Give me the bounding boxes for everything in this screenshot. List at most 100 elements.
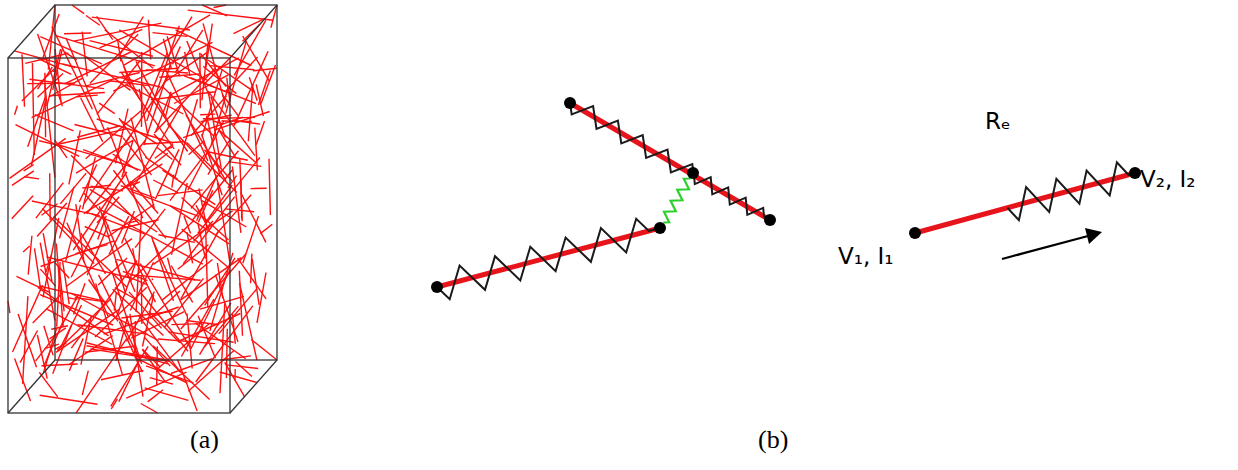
fiber (67, 223, 108, 317)
rod (437, 228, 660, 287)
fiber (48, 5, 55, 70)
fiber (10, 138, 66, 178)
fiber (181, 254, 246, 329)
fiber (188, 10, 274, 20)
fiber (47, 309, 113, 345)
fiber (92, 17, 190, 30)
fiber (117, 259, 196, 279)
node-dots (431, 97, 1141, 293)
fiber (97, 16, 113, 39)
zigzag (437, 219, 660, 299)
fiber (32, 201, 100, 216)
fiber (196, 306, 253, 382)
fiber (42, 208, 94, 263)
fiber (172, 183, 188, 255)
fiber (178, 360, 198, 412)
fiber (49, 173, 51, 220)
fiber (24, 165, 34, 171)
fiber (52, 27, 93, 110)
zigzag (663, 173, 693, 223)
node-label: V₁, I₁ (838, 245, 894, 268)
fiber (144, 142, 185, 144)
fiber (225, 362, 245, 396)
fiber (63, 262, 70, 305)
fiber (241, 192, 266, 242)
fiber (142, 83, 188, 151)
fiber (31, 103, 45, 166)
rod-circuit (437, 103, 1135, 287)
fiber (55, 129, 126, 145)
node-label: V₂, I₂ (1140, 168, 1196, 191)
fiber (131, 106, 181, 192)
fiber (192, 170, 233, 221)
fiber (87, 346, 167, 360)
fiber (24, 177, 39, 179)
fiber (269, 159, 270, 215)
panel-label: (b) (758, 427, 788, 453)
fiber (109, 204, 154, 236)
fiber (86, 73, 140, 86)
fiber (217, 183, 229, 262)
fiber (239, 271, 242, 336)
fiber (127, 292, 155, 342)
fiber (38, 74, 64, 98)
fiber (175, 30, 203, 73)
fiber (142, 350, 164, 382)
fiber (136, 212, 142, 313)
fiber (189, 141, 205, 155)
fiber (202, 5, 227, 16)
fiber (214, 121, 223, 124)
contact-resistor (663, 173, 693, 223)
fiber (154, 134, 181, 165)
fiber (172, 175, 174, 188)
fiber (119, 30, 207, 81)
fiber (251, 187, 267, 189)
fiber (174, 75, 228, 104)
fiber (64, 32, 91, 34)
fiber (131, 312, 184, 338)
fiber (188, 351, 233, 392)
fiber (16, 125, 80, 157)
fiber (205, 58, 230, 83)
fiber (56, 244, 63, 327)
fiber (54, 216, 128, 287)
panel-label: (a) (190, 427, 219, 453)
fiber (232, 314, 235, 344)
fiber (40, 395, 98, 404)
fiber (141, 404, 158, 414)
fiber (147, 26, 180, 121)
fiber (146, 70, 188, 73)
fiber (91, 186, 123, 191)
fiber (220, 372, 258, 383)
fiber (40, 243, 55, 321)
fiber (60, 187, 74, 239)
fiber (126, 85, 183, 114)
fiber (66, 38, 104, 129)
fiber (135, 357, 188, 383)
fiber (153, 241, 187, 316)
fiber (255, 128, 258, 171)
fiber (197, 175, 218, 221)
zigzag (694, 176, 770, 221)
fiber (55, 263, 69, 279)
fiber-network (8, 5, 277, 413)
fiber (260, 224, 272, 233)
fiber (153, 346, 210, 400)
fiber (175, 99, 197, 177)
fiber (252, 259, 259, 305)
fiber (201, 115, 232, 122)
fiber (219, 289, 257, 334)
fiber (112, 272, 140, 361)
fiber (240, 158, 242, 221)
fiber (23, 246, 30, 252)
fiber (62, 64, 160, 87)
fiber (55, 343, 66, 350)
fiber (144, 62, 171, 145)
fiber (236, 362, 252, 377)
fiber (205, 306, 239, 347)
zigzag (1007, 162, 1135, 220)
fiber (145, 157, 177, 179)
fiber (153, 180, 178, 193)
current-arrow (1002, 228, 1102, 259)
